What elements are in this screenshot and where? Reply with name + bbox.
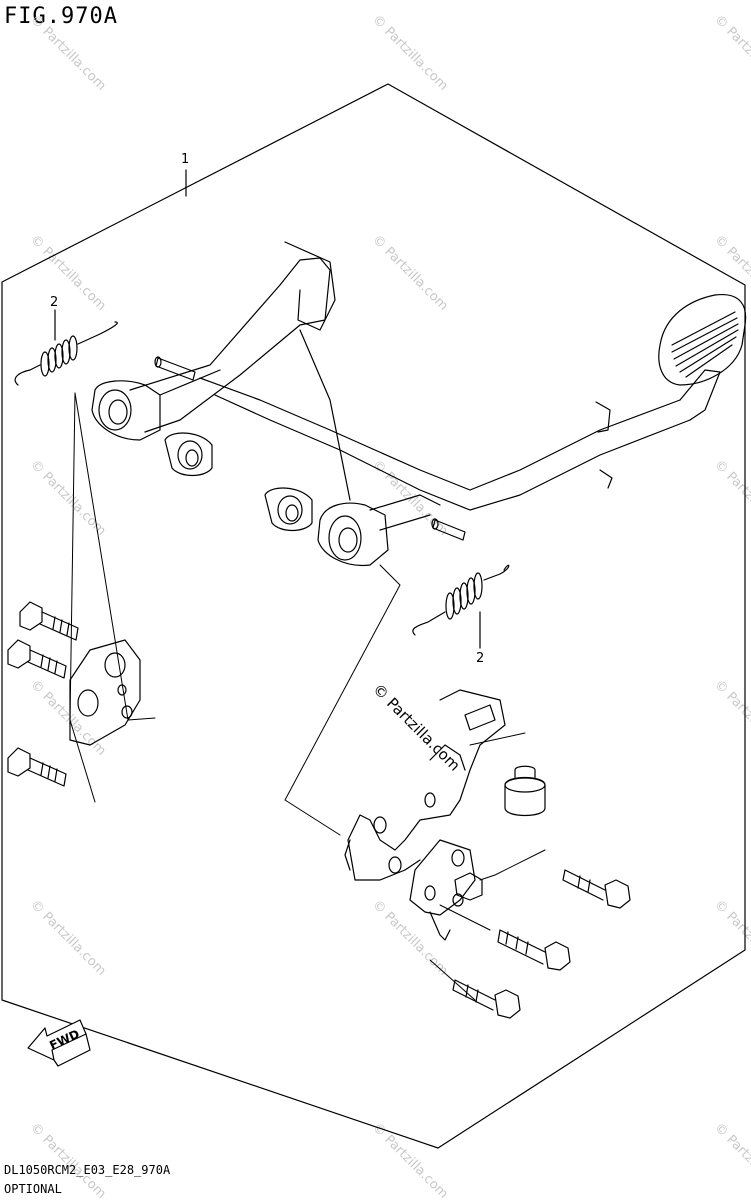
watermark: © Partzilla.com (369, 897, 451, 979)
spring-part-2-left (14, 321, 118, 386)
watermark: © Partzilla.com (711, 1120, 751, 1200)
bolt-right-3 (452, 979, 521, 1019)
foot-pedal (658, 294, 747, 386)
watermark: © Partzilla.com (711, 12, 751, 94)
figure-title: FIG.970A (4, 4, 118, 29)
pin-right (431, 518, 466, 541)
watermark: © Partzilla.com (27, 677, 109, 759)
callout-2b: 2 (476, 651, 484, 666)
watermark-center: © Partzilla.com (369, 680, 464, 775)
assembly-boundary (1, 83, 746, 1149)
watermark: © Partzilla.com (369, 12, 451, 94)
bracket-plate-right (409, 839, 476, 941)
watermark: © Partzilla.com (369, 1120, 451, 1200)
center-stand-frame (129, 241, 721, 531)
rubber-damper (504, 765, 546, 817)
bushing-center (264, 487, 313, 532)
bolt-left-2 (7, 639, 67, 679)
pivot-boss-right (317, 502, 389, 567)
watermark: © Partzilla.com (27, 232, 109, 314)
side-bracket-right (344, 689, 506, 881)
reference-lines (69, 392, 546, 1001)
bolt-left-3 (7, 747, 67, 787)
bolt-left-1 (19, 601, 79, 641)
bushing-left (164, 432, 213, 477)
watermark: © Partzilla.com (27, 12, 109, 94)
bolt-right-1 (562, 869, 631, 909)
pivot-boss-left (91, 380, 161, 441)
fwd-arrow (27, 1019, 91, 1067)
watermark: © Partzilla.com (27, 897, 109, 979)
callout-1: 1 (181, 152, 189, 167)
diagram-code: DL1050RCM2_E03_E28_970A (4, 1163, 171, 1177)
bolt-right-short (454, 872, 483, 901)
spring-part-2-right (412, 564, 510, 636)
callout-2a: 2 (50, 295, 58, 310)
diagram-note: OPTIONAL (4, 1182, 62, 1196)
watermark: © Partzilla.com (369, 232, 451, 314)
pin-top (154, 356, 196, 381)
bolt-right-2 (497, 929, 571, 971)
